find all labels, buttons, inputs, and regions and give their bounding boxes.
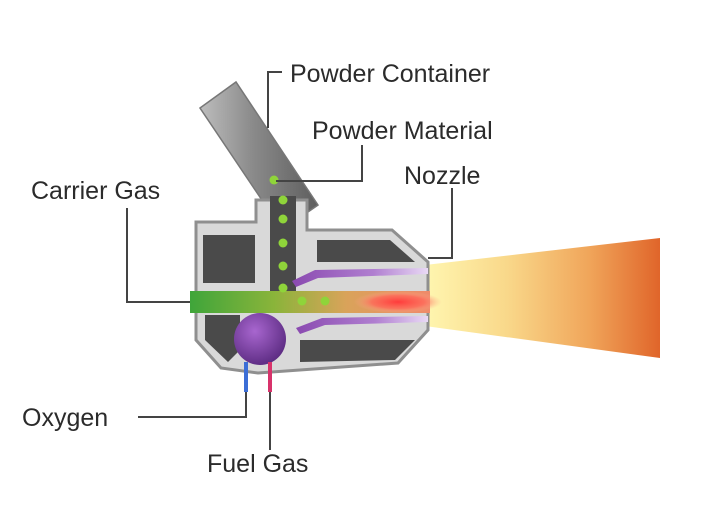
label-carrier-gas: Carrier Gas [31, 177, 160, 205]
flame-jet [425, 238, 660, 358]
powder-particle [278, 283, 288, 293]
lower-fuel-channel [296, 316, 428, 334]
powder-particle [278, 214, 288, 224]
lower-left-cavity [205, 315, 240, 362]
flame-hot-core [354, 291, 442, 313]
leader-powder-container [267, 71, 282, 128]
leader-carrier-gas [126, 208, 190, 303]
lower-right-cavity [300, 340, 415, 362]
upper-left-cavity [203, 235, 255, 283]
fuel-gas-inlet-line [268, 362, 272, 392]
label-nozzle: Nozzle [404, 162, 480, 190]
powder-particles [269, 175, 330, 306]
combustion-chamber [234, 313, 286, 365]
leader-oxygen [138, 392, 247, 418]
label-oxygen: Oxygen [22, 404, 108, 432]
label-powder-container: Powder Container [290, 60, 490, 88]
label-powder-material: Powder Material [312, 117, 493, 145]
oxygen-inlet-line [244, 362, 248, 392]
powder-particle [320, 296, 330, 306]
upper-right-cavity [317, 240, 415, 262]
powder-particle [297, 296, 307, 306]
label-fuel-gas: Fuel Gas [207, 450, 308, 478]
powder-particle [278, 195, 288, 205]
leader-nozzle [428, 188, 453, 259]
leader-powder-material [276, 145, 363, 182]
powder-particle [278, 238, 288, 248]
powder-container-tube [198, 80, 320, 232]
powder-particle [269, 175, 279, 185]
powder-particle [278, 261, 288, 271]
upper-fuel-channel [292, 268, 428, 287]
